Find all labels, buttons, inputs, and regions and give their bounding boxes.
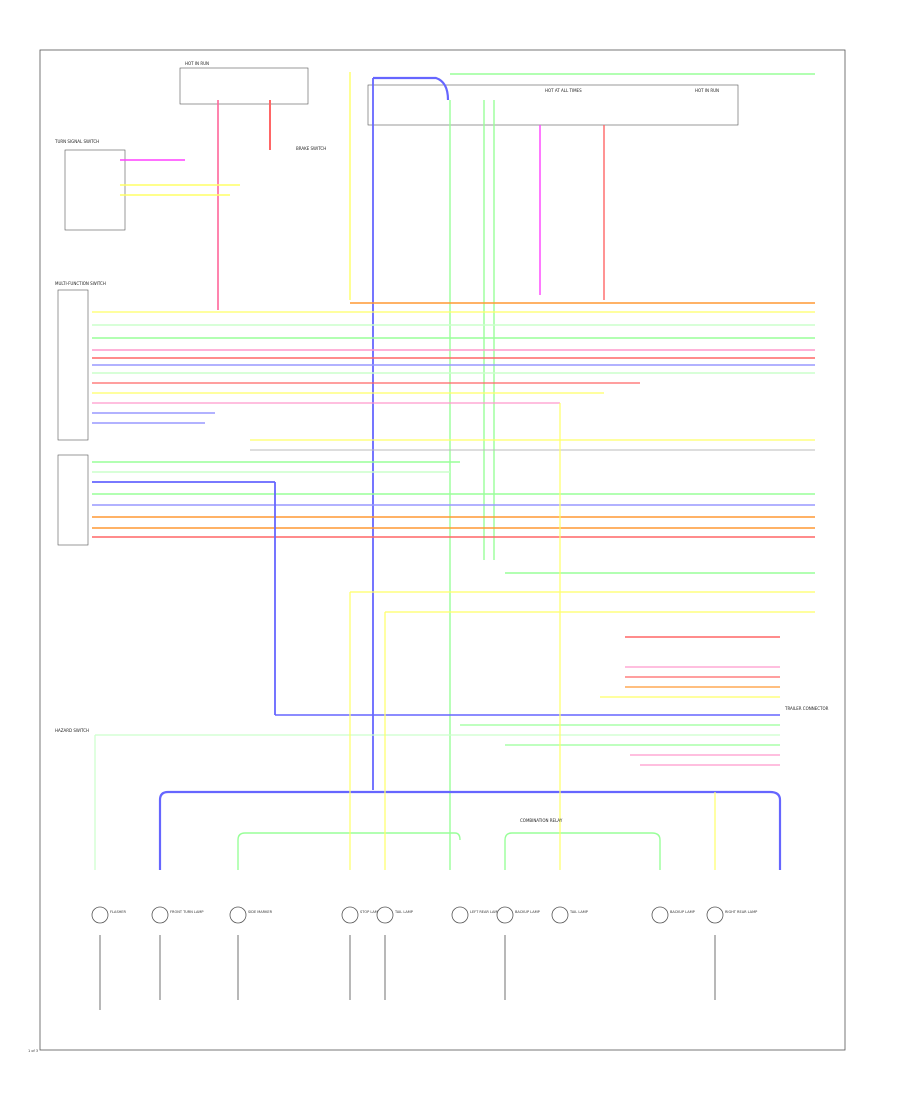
label-trailer-connector: TRAILER CONNECTOR bbox=[784, 706, 829, 711]
lamp-7 bbox=[551, 906, 569, 924]
label-top-right-fuse: HOT IN RUN bbox=[695, 88, 719, 93]
combination-switch-block bbox=[57, 454, 89, 546]
lamp-label-7: TAIL LAMP bbox=[569, 910, 588, 914]
lamp-label-1: FRONT TURN LAMP bbox=[170, 910, 204, 914]
lamp-1 bbox=[151, 906, 169, 924]
lamp-4 bbox=[376, 906, 394, 924]
label-top-center-fuse: HOT AT ALL TIMES bbox=[545, 88, 582, 93]
label-turn-switch: TURN SIGNAL SWITCH bbox=[54, 139, 99, 144]
lamp-label-9: RIGHT REAR LAMP bbox=[725, 910, 757, 914]
fuse-box-right bbox=[367, 84, 739, 126]
lamp-9 bbox=[706, 906, 724, 924]
bottom-components: FLASHER FRONT TURN LAMP SIDE MARKER STOP LA… bbox=[91, 906, 757, 924]
lamp-8 bbox=[651, 906, 669, 924]
lamp-label-6: BACKUP LAMP bbox=[515, 910, 540, 914]
lamp-5 bbox=[451, 906, 469, 924]
wire-blue-top bbox=[373, 76, 450, 101]
lamp-label-4: TAIL LAMP bbox=[394, 910, 413, 914]
label-combination-relay: COMBINATION RELAY bbox=[520, 818, 563, 823]
lamp-label-0: FLASHER bbox=[110, 910, 127, 914]
lamp-label-2: SIDE MARKER bbox=[248, 910, 273, 914]
turn-signal-switch bbox=[64, 149, 126, 231]
multi-function-switch bbox=[57, 289, 89, 441]
lamp-label-5: LEFT REAR LAMP bbox=[470, 910, 500, 914]
label-multi-switch: MULTI-FUNCTION SWITCH bbox=[55, 281, 106, 286]
lamp-0 bbox=[91, 906, 109, 924]
label-top-left-fuse: HOT IN RUN bbox=[185, 61, 209, 66]
label-hazard-switch: HAZARD SWITCH bbox=[55, 728, 89, 733]
label-brake-switch: BRAKE SWITCH bbox=[296, 146, 326, 151]
footer-note: 1 of 3 bbox=[28, 1049, 38, 1053]
lamp-2 bbox=[229, 906, 247, 924]
diagram-frame bbox=[39, 49, 846, 1051]
wire-green-bus-right bbox=[504, 832, 661, 870]
lamp-6 bbox=[496, 906, 514, 924]
ground-wires bbox=[99, 935, 716, 1010]
lamp-label-8: BACKUP LAMP bbox=[670, 910, 695, 914]
wire-green-bus-bottom bbox=[237, 832, 461, 870]
lamp-label-3: STOP LAMP bbox=[360, 910, 380, 914]
fuse-box-left bbox=[179, 67, 309, 105]
wire-blue-bus-bottom bbox=[158, 790, 782, 870]
lamp-3 bbox=[341, 906, 359, 924]
